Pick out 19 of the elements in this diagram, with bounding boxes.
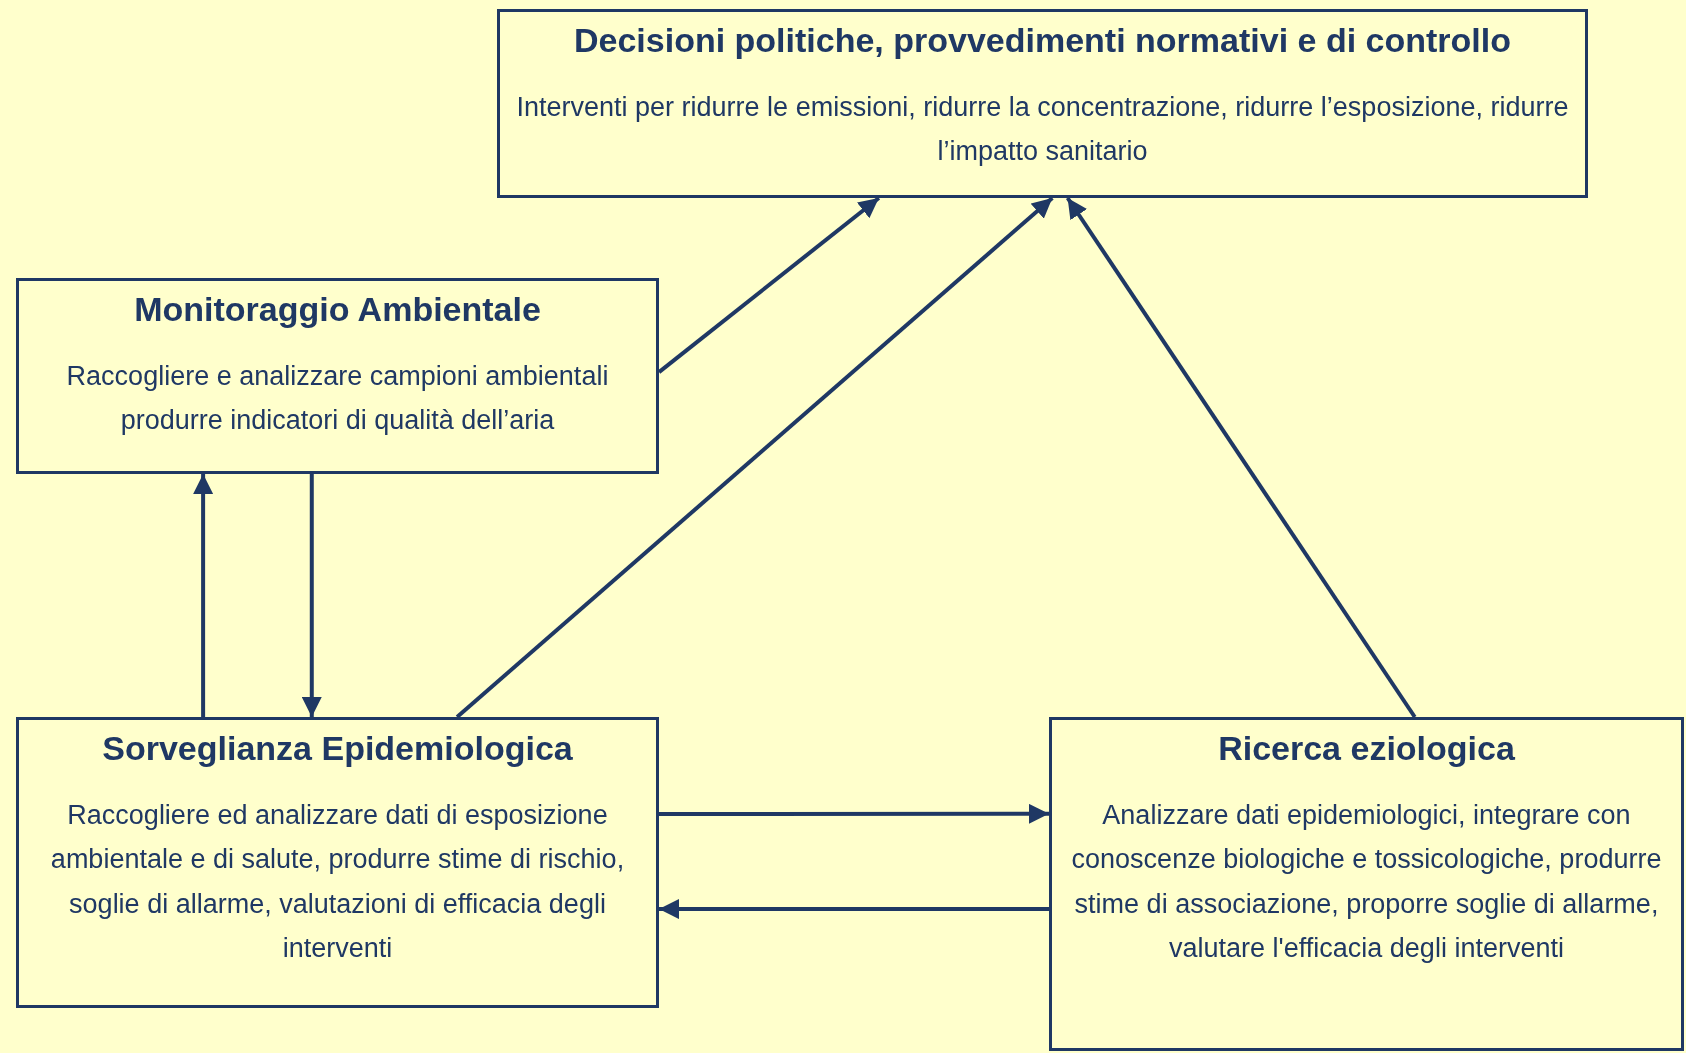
box-heading: Sorveglianza Epidemiologica [101, 728, 574, 769]
box-description: Raccogliere e analizzare campioni ambientali produrre indicatori di qualità dell’aria [65, 359, 610, 438]
arrow [455, 196, 1054, 719]
arrow [659, 899, 1049, 920]
process-box [497, 9, 1588, 198]
box-description: Interventi per ridurre le emissioni, ridurre la concentrazione, ridurre l’esposizione, ridurre l’impatto sanitario [515, 90, 1570, 169]
box-description: Analizzare dati epidemiologici, integrare con conoscenze biologiche e tossicologiche, produrre stime di associazione, proporre soglie di allarme, valutare l'efficacia degli interventi [1070, 798, 1663, 966]
process-box [16, 717, 659, 1008]
process-box [1049, 717, 1684, 1051]
arrow [657, 196, 881, 374]
arrow [659, 803, 1049, 824]
box-description: Raccogliere ed analizzare dati di esposizione ambientale e di salute, produrre stime di rischio, soglie di allarme, valutazioni di efficacia degli interventi [49, 798, 626, 966]
box-heading: Decisioni politiche, provvedimenti normativi e di controllo [572, 20, 1512, 61]
arrow [193, 474, 214, 717]
box-heading: Ricerca eziologica [1217, 728, 1516, 769]
arrow [301, 474, 322, 717]
box-heading: Monitoraggio Ambientale [133, 289, 542, 330]
arrow [1065, 196, 1417, 719]
process-box [16, 278, 659, 474]
